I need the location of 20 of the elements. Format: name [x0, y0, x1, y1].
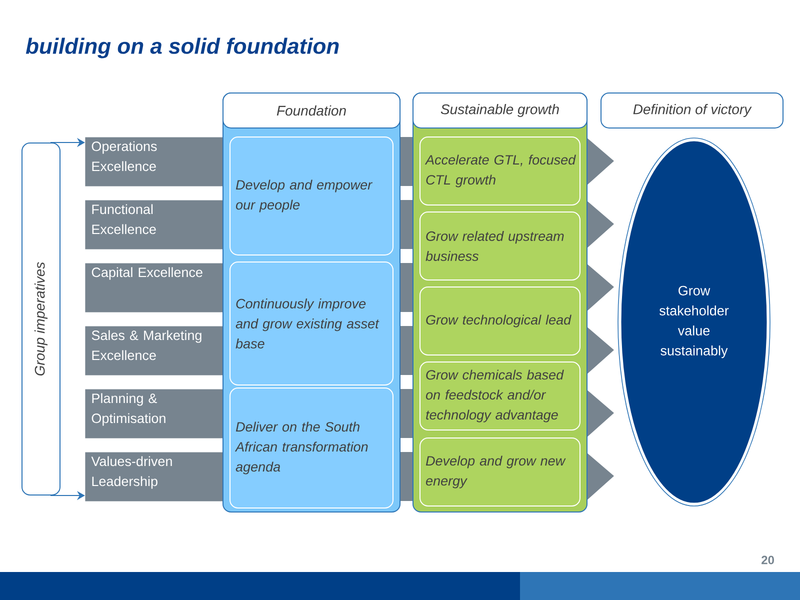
header-box: Definition of victory — [600, 92, 784, 128]
imperative-bar: Values-driven Leadership — [85, 452, 226, 502]
imperative-bar: Planning & Optimisation — [85, 389, 226, 438]
text-box: Grow related upstream business — [420, 212, 580, 280]
imperative-bar: Sales & Marketing Excellence — [85, 326, 226, 376]
text-box: Deliver on the South African transformation agenda — [230, 388, 394, 508]
imperative-bar: Capital Excellence — [85, 263, 226, 312]
imperative-bar: Functional Excellence — [85, 200, 226, 250]
bracket: Group imperatives — [22, 142, 60, 496]
text-box: Grow chemicals based on feedstock and/or technology advantage — [420, 362, 580, 430]
page-number: 20 — [762, 556, 774, 564]
text-box: Develop and empower our people — [230, 136, 394, 256]
imperative-bar: Operations Excellence — [85, 137, 226, 186]
text-box: Accelerate GTL, focused CTL growth — [420, 136, 580, 206]
slide-title: building on a solid foundation — [26, 38, 339, 58]
text-box: Develop and grow new energy — [420, 438, 580, 506]
text-box: Continuously improve and grow existing asset base — [230, 262, 394, 386]
header-box: Foundation — [222, 92, 400, 128]
header-box: Sustainable growth — [412, 92, 588, 128]
text-box: Grow technological lead — [420, 286, 580, 356]
